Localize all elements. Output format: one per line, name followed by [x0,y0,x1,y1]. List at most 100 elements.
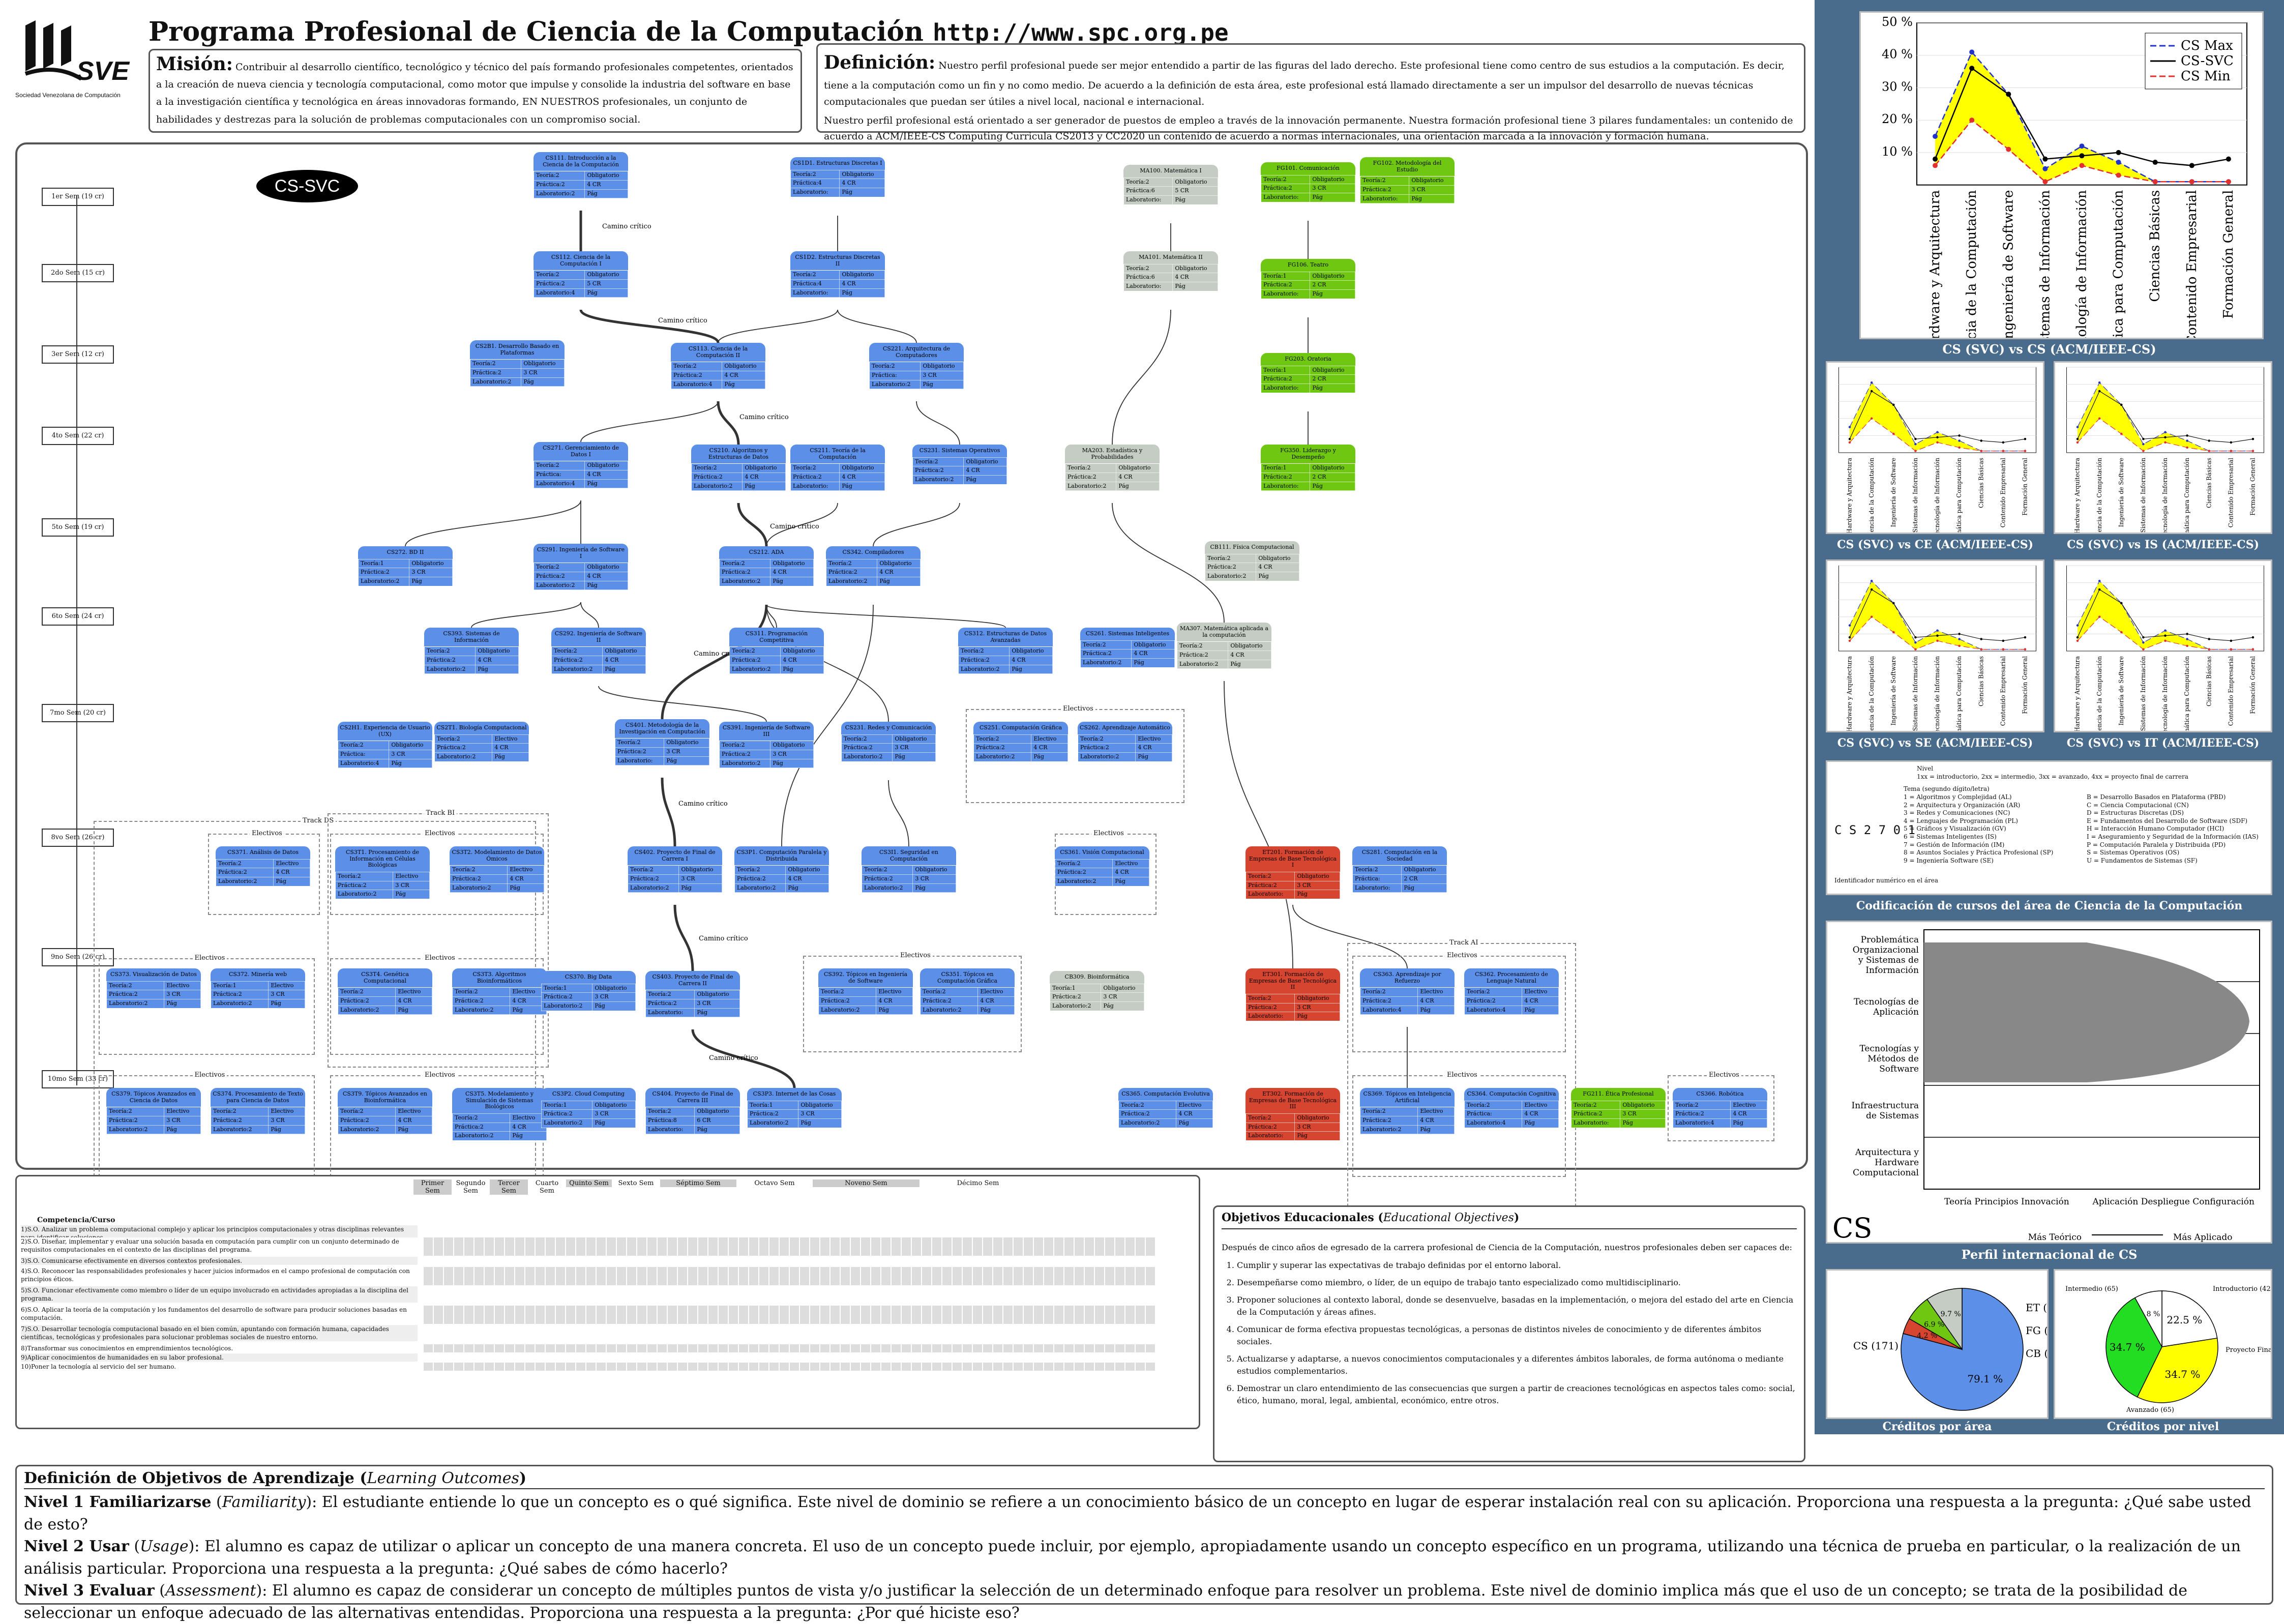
course-cell: Teoría:2 [919,987,978,997]
critical-path-line [579,309,720,343]
course-node[interactable]: CS362. Procesamiento de Lenguaje Natural… [1464,968,1559,1015]
grid-cell [1095,1363,1104,1371]
course-node[interactable]: MA307. Matemática aplicada a la computac… [1176,623,1271,669]
grid-cell [851,1325,860,1343]
grid-cell [1075,1267,1084,1285]
grid-cell [1003,1306,1013,1324]
course-cell: Laboratorio: [790,288,840,298]
grid-cell [820,1353,829,1362]
data-point [2230,639,2233,642]
course-node[interactable]: CS3T9. Tópicos Avanzados en Bioinformáti… [337,1088,432,1135]
course-node[interactable]: CS3T5. Modelamiento y Simulación de Sist… [452,1088,547,1141]
grid-cell [973,1344,982,1352]
grid-cell [444,1237,453,1256]
course-node[interactable]: CS111. Introducción a la Ciencia de la C… [533,152,628,199]
course-node[interactable]: CS369. Tópicos en Inteligencia Artificia… [1359,1088,1455,1135]
grid-cell [973,1225,982,1236]
course-node[interactable]: ET201. Formación de Empresas de Base Tec… [1245,846,1340,899]
grid-cell [1014,1286,1023,1305]
grid-cell [932,1325,941,1343]
course-cell: Pág [584,479,628,489]
course-node[interactable]: CS401. Metodología de la Investigación e… [614,719,709,766]
course-node[interactable]: ET301. Formación de Empresas de Base Tec… [1245,968,1340,1021]
course-node[interactable]: CS3T1. Procesamiento de Información en C… [335,846,430,899]
grid-cell [932,1267,941,1285]
course-node[interactable]: CS379. Tópicos Avanzados en Ciencia de D… [106,1088,201,1135]
course-cell: Práctica:2 [627,874,679,884]
course-node[interactable]: CS3P1. Computación Paralela y Distribuid… [734,846,829,893]
grid-cell [637,1267,646,1285]
track-box: Track BI [328,809,549,1068]
course-node[interactable]: CS374. Procesamiento de Texto para Cienc… [210,1088,305,1135]
prerequisite-line [1224,681,1293,969]
grid-cell [1105,1237,1114,1256]
semester-label: 10mo Sem (33 cr) [42,1070,114,1088]
title-url[interactable]: http://www.spc.org.pe [933,19,1229,46]
track-label: Electivos [1091,830,1126,837]
course-node[interactable]: CS392. Tópicos en Ingeniería de Software… [818,968,913,1015]
course-node[interactable]: ET302. Formación de Empresas de Base Tec… [1245,1088,1340,1141]
course-node[interactable]: CS210. Algoritmos y Estructuras de Datos… [691,445,786,491]
course-node[interactable]: CS2H1. Experiencia de Usuario (UX)Teoría… [337,722,432,769]
grid-cell [790,1267,799,1285]
grid-cell [800,1286,809,1305]
course-cell: Práctica:2 [912,466,964,476]
grid-cell [953,1325,962,1343]
grid-cell [1146,1225,1155,1236]
